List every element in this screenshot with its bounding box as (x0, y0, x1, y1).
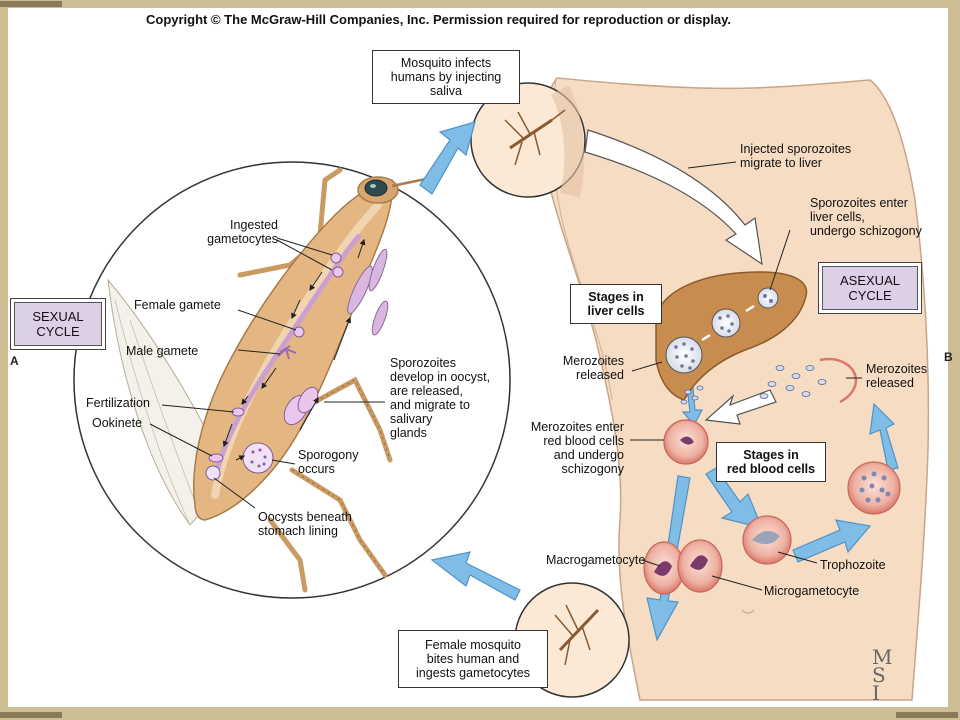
oocysts (205, 442, 274, 481)
small-mosquito-bottom (554, 604, 600, 666)
mosquito-bite-circle-top (470, 82, 586, 198)
label-macrogametocyte: Macrogametocyte (546, 553, 646, 567)
label-female-gamete: Female gamete (134, 298, 221, 312)
ruptured-cell (819, 357, 858, 404)
mosquito-gut (212, 233, 362, 481)
gametocytes (293, 252, 344, 338)
arrow-rbc-up (869, 402, 899, 471)
cycle-arrows (419, 121, 899, 642)
mosquito-abdomen (193, 179, 394, 521)
arrow-rbc-right (792, 519, 872, 563)
label-microgametocyte: Microgametocyte (764, 584, 860, 598)
mosquito-eye (364, 179, 388, 197)
corner-mark (0, 712, 62, 718)
belly-button (741, 609, 755, 614)
arrow-to-top-circle (419, 121, 476, 195)
label-ookinete: Ookinete (92, 416, 143, 430)
label-male-gamete: Male gamete (126, 344, 199, 358)
panel-letter-b: B (944, 350, 953, 364)
leader-lines (149, 161, 862, 591)
merozoites-free (759, 365, 827, 399)
corner-mark (896, 712, 958, 718)
male-gamete-shape (277, 345, 297, 360)
panel-letter-a: A (10, 354, 19, 368)
arrow-merozoites-to-rbc (704, 389, 777, 425)
arrow-to-mosquito-circle (430, 551, 521, 601)
white-arrows (584, 129, 777, 425)
frame-bottom (0, 707, 960, 720)
corner-mark (0, 1, 62, 7)
salivary-glands (347, 248, 389, 336)
copyright-notice: Copyright © The McGraw-Hill Companies, I… (146, 12, 732, 27)
frame-right (948, 0, 960, 720)
arrow-sporozoites-to-liver (584, 129, 763, 266)
frame-top (0, 0, 960, 8)
schizont-dots (859, 471, 891, 503)
label-fertilization: Fertilization (86, 396, 150, 410)
ookinete-shape (208, 453, 224, 463)
small-mosquito-top (504, 109, 566, 166)
merozoites-liver (680, 385, 704, 405)
label-trophozoite: Trophozoite (820, 558, 886, 572)
label-sporozoites-develop: Sporozoites develop in oocyst, are relea… (390, 356, 491, 440)
frame-left (0, 0, 8, 720)
